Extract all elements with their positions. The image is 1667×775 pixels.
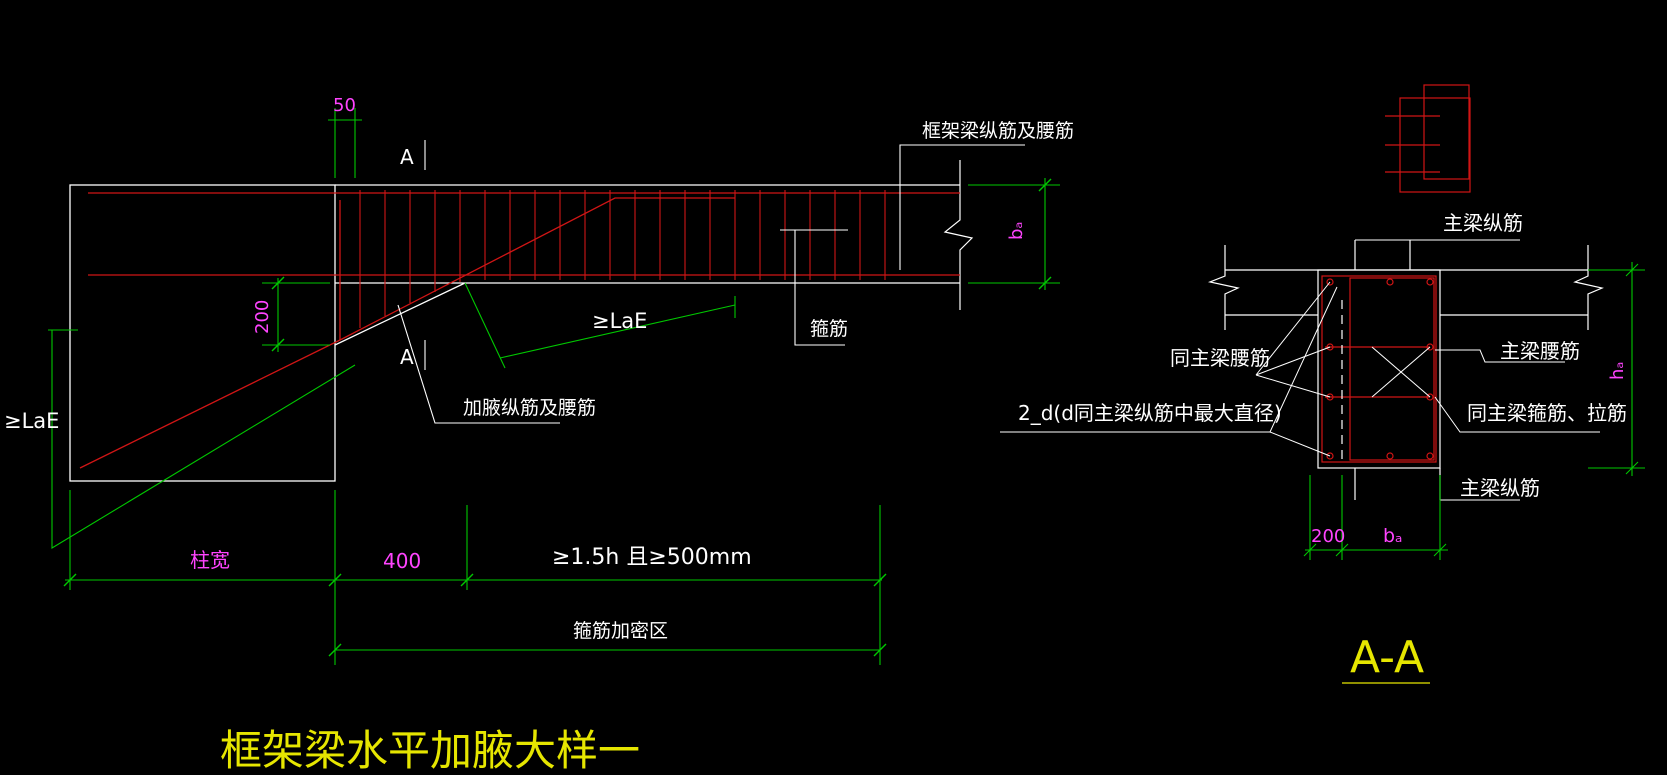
label-main-waist: 主梁腰筋 <box>1500 339 1580 363</box>
dim-dense-zone: 箍筋加密区 <box>573 620 668 642</box>
stirrups <box>359 190 886 328</box>
main-detail: 50 A A 框架梁纵筋及腰筋 bₐ 200 ≥LaE ≥LaE 箍筋 加腋纵筋… <box>4 95 1074 775</box>
label-hb: hₐ <box>1607 362 1628 380</box>
dim-column-width: 柱宽 <box>190 548 230 572</box>
longitudinal-rebars <box>79 192 960 469</box>
section-dimensions <box>1303 262 1645 560</box>
section-dim-200: 200 <box>1311 526 1345 547</box>
dim-400: 400 <box>383 549 421 573</box>
label-same-waist: 同主梁腰筋 <box>1170 346 1270 370</box>
label-stirrup: 箍筋 <box>810 318 848 340</box>
label-200: 200 <box>252 300 273 334</box>
stirrup-sketch <box>1385 84 1471 193</box>
dim-50: 50 <box>333 95 356 116</box>
label-main-long-top: 主梁纵筋 <box>1443 211 1523 235</box>
section-outline <box>1207 240 1604 500</box>
section-rebar-cage <box>1321 275 1437 463</box>
label-2d: 2_d(d同主梁纵筋中最大直径) <box>1018 401 1282 425</box>
section-dim-bb: bₐ <box>1383 525 1403 547</box>
leader-lines <box>397 140 1025 424</box>
label-same-stirrup: 同主梁箍筋、拉筋 <box>1467 401 1627 425</box>
section-mark-bottom: A <box>400 345 414 369</box>
dim-extend: ≥1.5h 且≥500mm <box>552 545 752 570</box>
label-haunch-bars: 加腋纵筋及腰筋 <box>463 397 596 419</box>
column-outline <box>69 184 336 482</box>
label-frame-beam-bars: 框架梁纵筋及腰筋 <box>922 120 1074 142</box>
section-mark-top: A <box>400 145 414 169</box>
beam-outline <box>334 184 960 346</box>
dimension-lines <box>48 108 1060 665</box>
label-lae-inner: ≥LaE <box>592 309 647 333</box>
section-leaders <box>1000 239 1600 501</box>
label-bb: bₐ <box>1006 222 1027 240</box>
main-title: 框架梁水平加腋大样一 <box>220 726 640 775</box>
section-detail: 主梁纵筋 同主梁腰筋 主梁腰筋 2_d(d同主梁纵筋中最大直径) 同主梁箍筋、拉… <box>1000 84 1645 684</box>
break-line <box>943 160 974 310</box>
label-lae-left: ≥LaE <box>4 409 59 433</box>
label-main-long-bottom: 主梁纵筋 <box>1460 476 1540 500</box>
dimension-ticks <box>63 178 1052 657</box>
section-title: A-A <box>1350 632 1424 683</box>
